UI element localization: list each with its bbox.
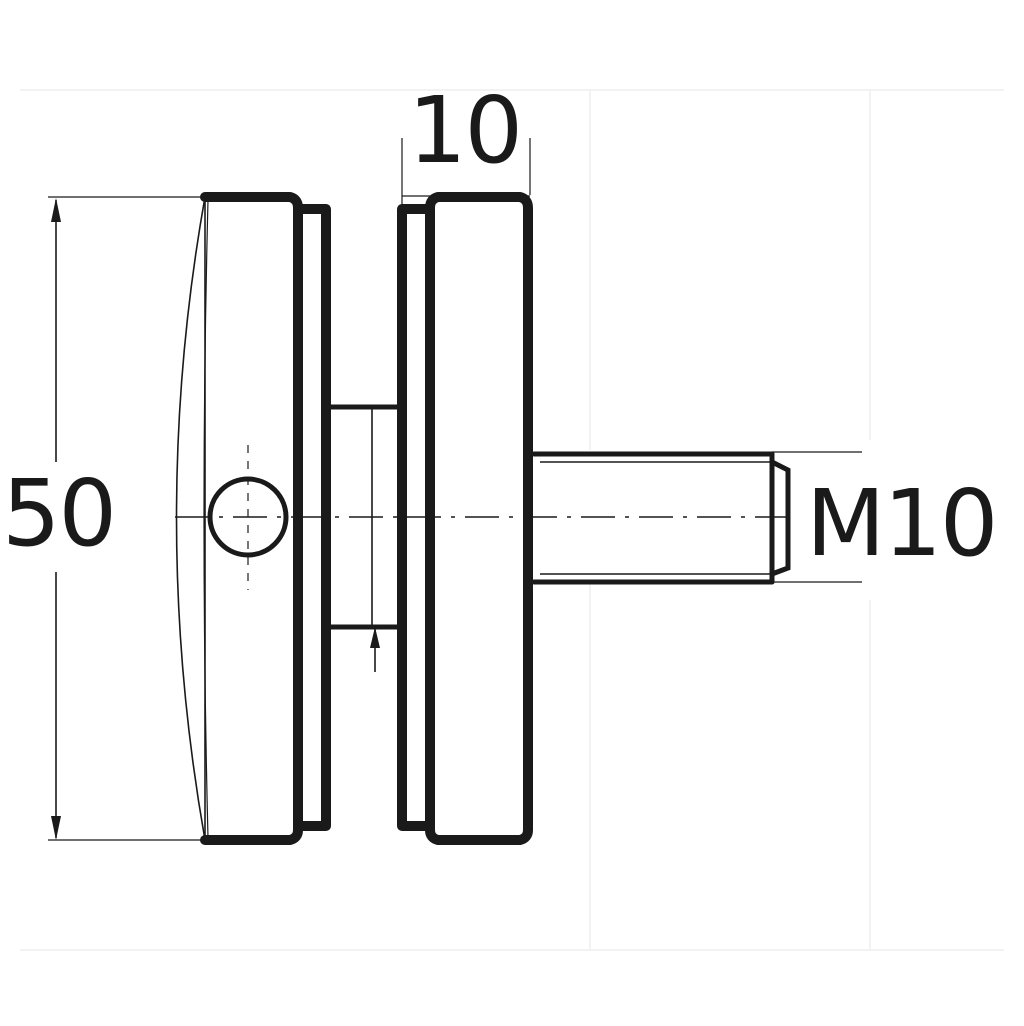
left-flange [293,204,331,831]
dimension-label-m10: M10 [806,470,996,577]
dimension-thread-size: M10 [772,451,998,583]
background-guides [20,89,1004,951]
dimension-label-50: 50 [2,460,115,567]
dimension-gap-width: 10 [401,77,531,205]
center-spacer [327,404,403,672]
dimension-overall-diameter: 50 [0,196,205,841]
threaded-rod [531,451,791,585]
left-cap [175,192,303,845]
right-flange [397,204,435,831]
dimension-label-10: 10 [408,77,521,184]
set-screw-hole [207,445,289,590]
right-plate [425,192,533,845]
